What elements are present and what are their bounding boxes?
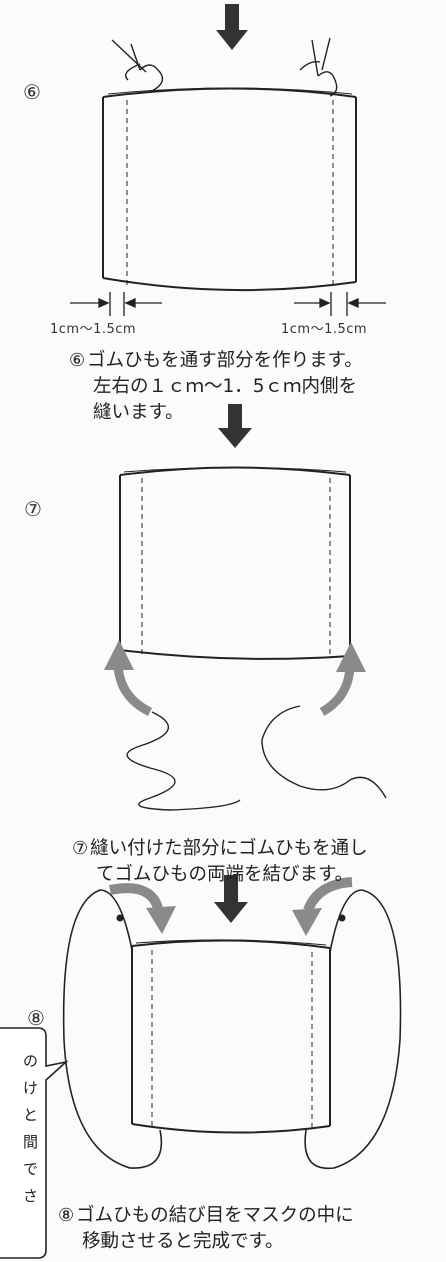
measure-label-right: 1cm～1.5cm [281, 322, 368, 337]
curved-arrow-icon [109, 877, 353, 913]
note-char: さ [22, 1187, 38, 1205]
caption-line: てゴムひもの両端を結びます。 [96, 864, 354, 885]
caption-line: ゴムひもを通す部分を作ります。 [87, 350, 363, 371]
caption-number: ⑥ [69, 350, 86, 371]
note-char: の [22, 1052, 38, 1070]
mask-step-8 [131, 939, 331, 1134]
step-number: ⑧ [27, 1006, 45, 1030]
elastic-cord [126, 705, 387, 811]
down-arrow-icon [218, 404, 252, 448]
knot-icon [338, 914, 346, 922]
note-char: け [22, 1079, 38, 1097]
caption-number: ⑦ [72, 838, 89, 859]
note-balloon-text: の け と 間 で さ [0, 1048, 40, 1248]
caption-line: ゴムひもの結び目をマスクの中に [76, 1205, 354, 1226]
curved-arrow-icon [113, 661, 355, 717]
note-char: 間 [22, 1133, 38, 1151]
note-char: で [22, 1160, 38, 1178]
measure-label-left: 1cm～1.5cm [50, 322, 137, 337]
caption-line: 縫います。 [93, 402, 184, 423]
down-arrow-icon [216, 4, 248, 50]
caption-line: 縫い付けた部分にゴムひもを通し [90, 838, 368, 859]
step-number: ⑦ [24, 497, 42, 521]
measure-marks [70, 292, 386, 316]
knot-icon [116, 914, 124, 922]
elastic-loop [62, 889, 402, 1170]
step-number: ⑥ [23, 80, 41, 104]
caption-line: 移動させると完成です。 [82, 1231, 284, 1252]
note-char: と [22, 1106, 38, 1124]
mask-step-6 [102, 87, 357, 292]
needle-icon [111, 37, 338, 97]
caption-number: ⑧ [58, 1205, 75, 1226]
caption-line: 左右の１ｃｍ～1．5ｃｍ内側を [93, 376, 358, 397]
down-arrow-icon [214, 875, 248, 923]
speech-balloon [0, 1027, 69, 1259]
mask-step-7 [119, 466, 351, 660]
